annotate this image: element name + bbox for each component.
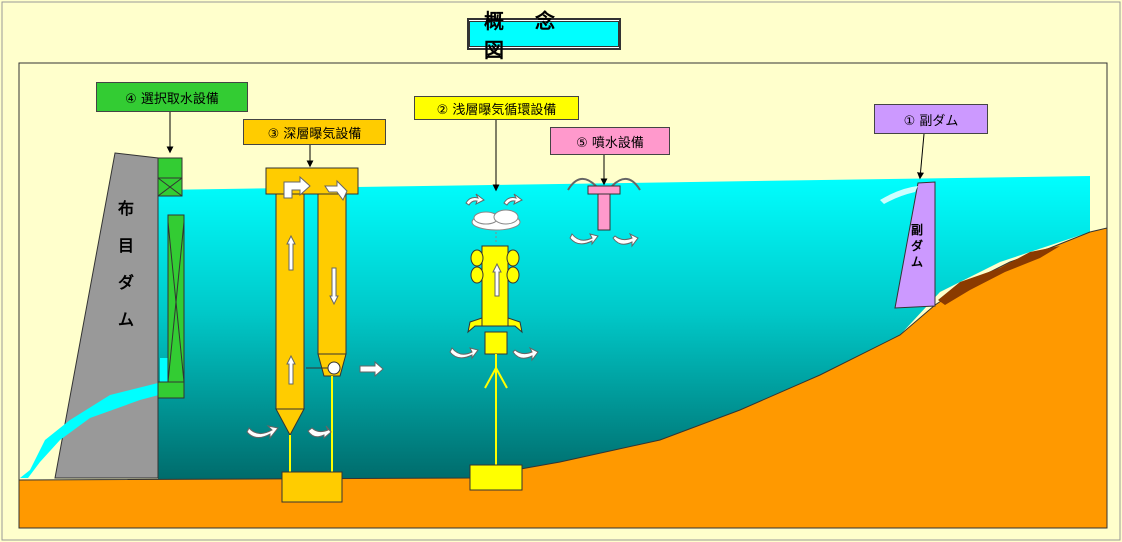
main-dam-label: 布 目 ダ ム xyxy=(112,190,140,338)
label-fountain: ⑤ 噴水設備 xyxy=(550,127,670,155)
label-deep-aeration: ③ 深層曝気設備 xyxy=(243,119,386,145)
flow-arrows xyxy=(246,175,639,440)
callout-arrows xyxy=(166,112,925,192)
fountain-unit xyxy=(567,178,641,231)
reservoir-water xyxy=(158,176,1090,482)
main-dam-char: ム xyxy=(117,310,134,329)
sub-dam-label: 副 ダ ム xyxy=(906,222,928,270)
sub-dam-char: 副 xyxy=(910,223,923,237)
main-dam-char: ダ xyxy=(117,273,134,292)
intake-tower-base xyxy=(157,381,185,399)
sediment-layer xyxy=(938,246,1060,305)
page-title: 概 念 図 xyxy=(469,9,619,62)
intake-cross-2 xyxy=(157,177,183,197)
label-sub-dam: ① 副ダム xyxy=(874,104,988,134)
sub-dam-char: ダ xyxy=(910,239,923,253)
main-dam-char: 目 xyxy=(117,236,134,255)
intake-body-cross-2 xyxy=(167,221,185,383)
title-frame: 概 念 図 xyxy=(467,9,621,62)
discharge-water xyxy=(20,370,170,478)
label-shallow-aeration: ② 浅層曝気循環設備 xyxy=(414,96,579,120)
sub-dam-char: ム xyxy=(910,255,923,269)
intake-tower-top xyxy=(157,157,183,197)
shallow-aeration-unit xyxy=(467,209,523,491)
sub-dam-splash xyxy=(880,186,918,204)
label-selective-intake: ④ 選択取水設備 xyxy=(96,82,248,112)
sub-dam xyxy=(894,181,936,309)
main-dam-char: 布 xyxy=(117,199,134,218)
